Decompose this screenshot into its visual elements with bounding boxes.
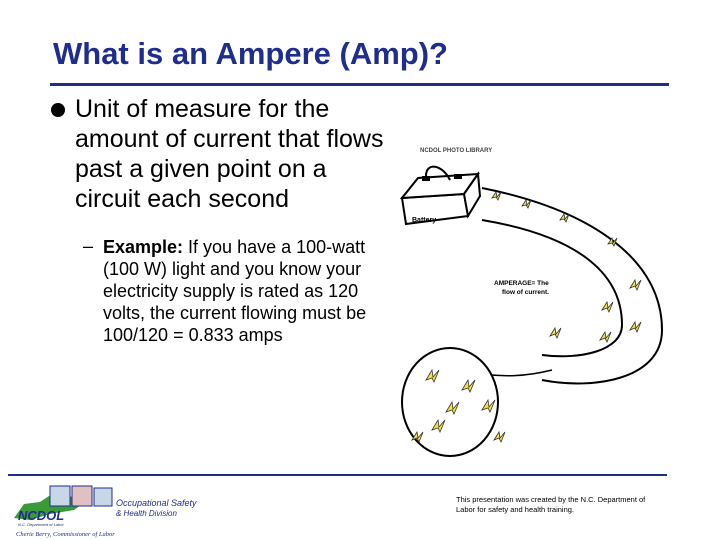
amperage-label-line2: flow of current. xyxy=(502,289,549,296)
ncdol-logo: NCDOL N.C. Department of Labor Occupatio… xyxy=(14,485,197,538)
footer-rule xyxy=(8,474,667,476)
logo-commissioner: Cherie Berry, Commissioner of Labor xyxy=(16,531,115,538)
spark-icons xyxy=(411,190,642,443)
logo-division-line1: Occupational Safety xyxy=(116,498,197,508)
logo-dept: N.C. Department of Labor xyxy=(18,522,64,527)
title-underline xyxy=(50,83,669,86)
slide-title: What is an Ampere (Amp)? xyxy=(53,36,448,71)
library-label: NCDOL PHOTO LIBRARY xyxy=(420,148,492,154)
bullet-dot-icon xyxy=(51,103,65,117)
sub-bullet-label: Example: xyxy=(103,237,184,257)
footer-note: This presentation was created by the N.C… xyxy=(456,495,646,514)
amperage-illustration: NCDOL PHOTO LIBRARY Battery AMPERAGE= Th… xyxy=(399,148,664,457)
main-bullet: Unit of measure for the amount of curren… xyxy=(75,95,384,213)
sub-bullet-text: If you have a 100-watt (100 W) light and… xyxy=(103,237,367,345)
sub-bullet-dash: – xyxy=(83,236,94,256)
battery-icon xyxy=(399,165,482,226)
logo-division-line2: & Health Division xyxy=(116,509,177,518)
logo-ncdol: NCDOL xyxy=(18,508,64,523)
amperage-label-line1: AMPERAGE= The xyxy=(494,280,549,287)
battery-label: Battery xyxy=(412,217,436,224)
wire-cross-section xyxy=(401,347,499,457)
sub-bullet: Example: If you have a 100-watt (100 W) … xyxy=(103,236,378,346)
